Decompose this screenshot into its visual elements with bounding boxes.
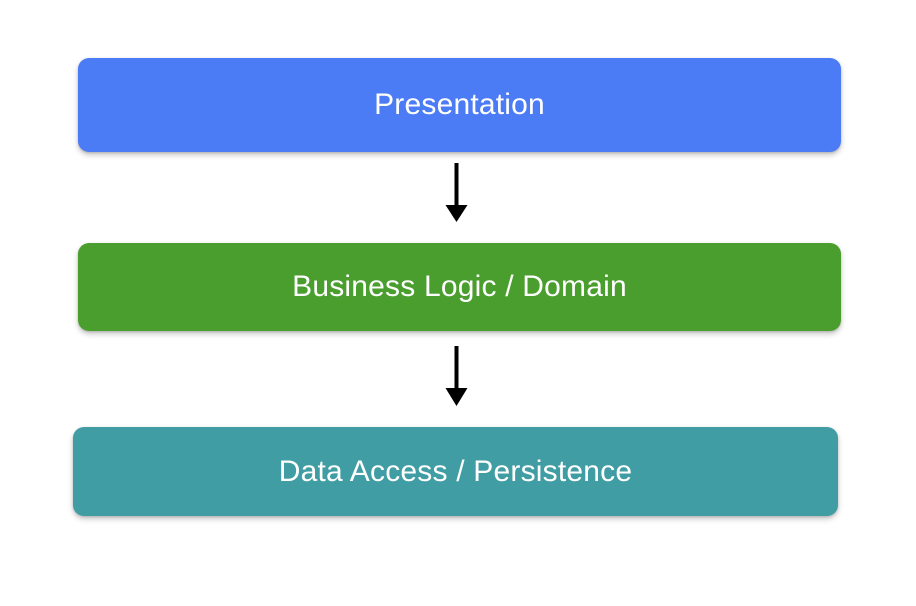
layer-box-business-logic[interactable]: Business Logic / Domain [78, 243, 841, 331]
layer-label-data-access: Data Access / Persistence [278, 454, 633, 488]
arrow-down-icon-presentation-to-business [445, 163, 468, 222]
arrow-down-icon-business-to-data [445, 346, 468, 406]
layer-label-business-logic: Business Logic / Domain [292, 270, 627, 303]
layer-label-presentation: Presentation [374, 88, 545, 121]
layer-box-data-access[interactable]: Data Access / Persistence [73, 427, 838, 516]
layer-box-presentation[interactable]: Presentation [78, 58, 841, 152]
